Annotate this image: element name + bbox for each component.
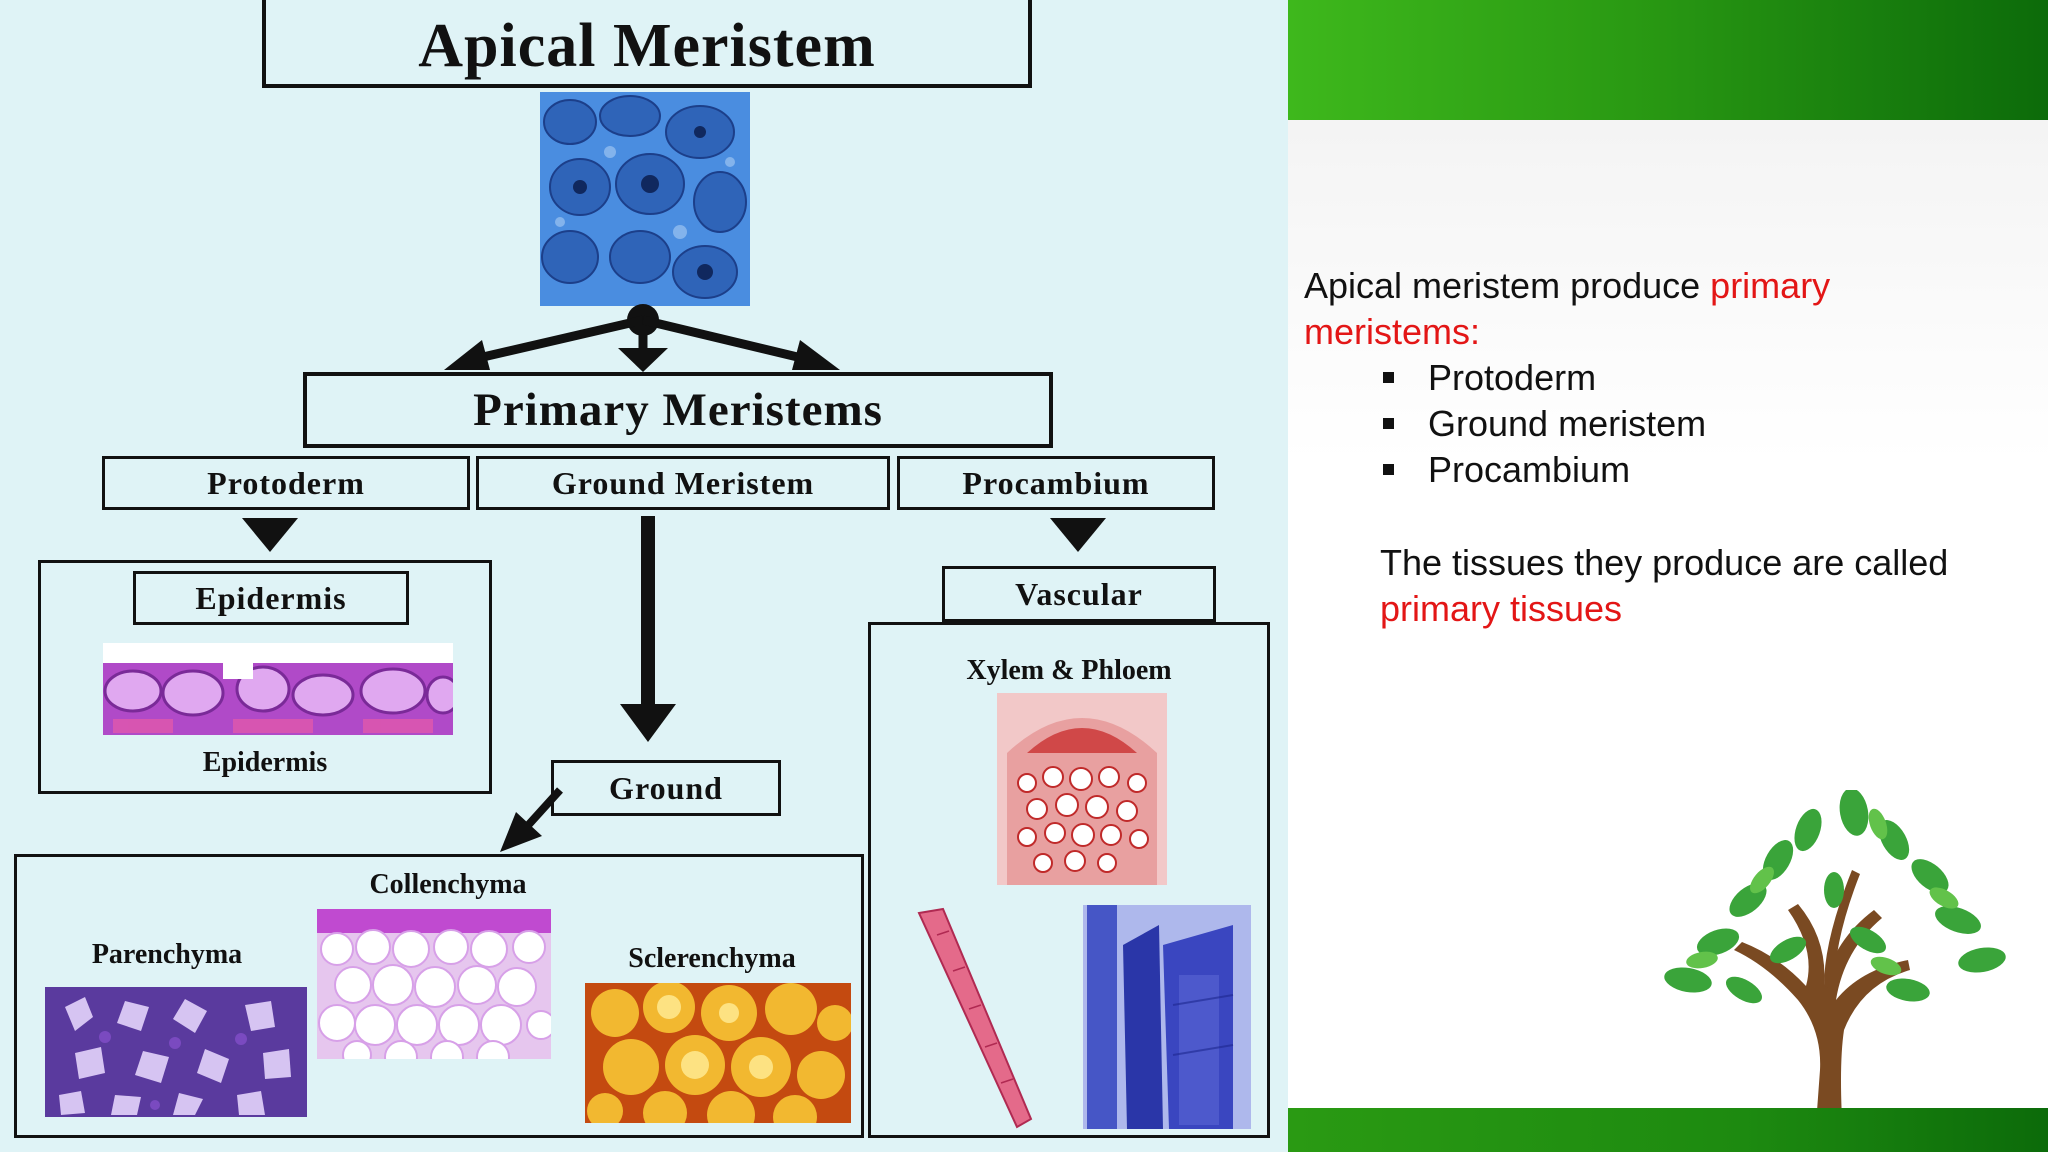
vascular-tissues-group: Xylem & Phloem <box>868 622 1270 1138</box>
parenchyma-label: Parenchyma <box>91 939 243 970</box>
protoderm-box: Protoderm <box>102 456 470 510</box>
ground-box: Ground <box>551 760 781 816</box>
apical-meristem-micrograph <box>540 92 750 306</box>
protoderm-label: Protoderm <box>207 464 365 501</box>
collenchyma-label: Collenchyma <box>369 869 527 900</box>
vascular-box: Vascular <box>942 566 1216 622</box>
arrow-to-vascular <box>1050 518 1106 552</box>
epidermis-caption: Epidermis <box>202 747 328 778</box>
sclerenchyma-micrograph <box>585 983 851 1123</box>
bullet-protoderm: Protoderm <box>1428 357 1597 398</box>
sclerenchyma-label: Sclerenchyma <box>628 943 796 974</box>
parenchyma-micrograph <box>45 987 307 1117</box>
bullet-procambium: Procambium <box>1428 449 1631 490</box>
epidermis-box-label: Epidermis <box>195 579 347 616</box>
bullet-ground-meristem: Ground meristem <box>1428 403 1707 444</box>
bullet-marker-1 <box>1383 372 1394 383</box>
bullet-marker-2 <box>1383 418 1394 429</box>
top-green-band <box>1288 0 2048 120</box>
vessel-element-micrograph <box>1083 905 1251 1129</box>
procambium-box: Procambium <box>897 456 1215 510</box>
primary-meristems-label: Primary Meristems <box>473 384 883 436</box>
epidermis-group: Epidermis Epidermis <box>38 560 492 794</box>
diagram-panel: Apical Meristem <box>0 0 1288 1152</box>
epidermis-micrograph <box>103 643 453 735</box>
slide-line-1-highlight: primary <box>1710 265 1831 306</box>
procambium-label: Procambium <box>962 464 1150 501</box>
xylem-fiber-micrograph <box>913 905 1035 1129</box>
branch-arrows <box>444 304 840 372</box>
slide-panel: Apical meristem produce primary meristem… <box>1288 0 2048 1152</box>
diagram-title: Apical Meristem <box>418 11 876 80</box>
slide-line-1: Apical meristem produce primary <box>1304 263 1830 309</box>
arrow-to-ground-tissues <box>500 787 563 852</box>
xylem-phloem-label: Xylem & Phloem <box>966 655 1172 686</box>
ground-meristem-label: Ground Meristem <box>551 464 815 501</box>
arrow-to-epidermis <box>242 518 298 552</box>
ground-meristem-box: Ground Meristem <box>476 456 890 510</box>
collenchyma-micrograph <box>317 909 551 1059</box>
vascular-label: Vascular <box>1015 575 1143 612</box>
bottom-green-band <box>1288 1108 2048 1152</box>
slide-line-4: primary tissues <box>1380 588 1623 629</box>
primary-meristems-box: Primary Meristems <box>303 372 1053 448</box>
slide-line-1-text: Apical meristem produce <box>1304 265 1711 306</box>
slide-line-3: The tissues they produce are called <box>1380 542 1949 583</box>
bullet-marker-3 <box>1383 464 1394 475</box>
title-box: Apical Meristem <box>262 0 1032 88</box>
tree-icon <box>1664 790 2006 1152</box>
slide-line-2: meristems: <box>1304 311 1481 352</box>
xylem-phloem-micrograph <box>997 693 1167 885</box>
arrow-to-ground <box>620 516 676 742</box>
ground-tissues-group: Collenchyma Parenchyma Sclerenchyma <box>14 854 864 1138</box>
ground-label: Ground <box>609 769 723 806</box>
epidermis-box: Epidermis <box>133 571 409 625</box>
